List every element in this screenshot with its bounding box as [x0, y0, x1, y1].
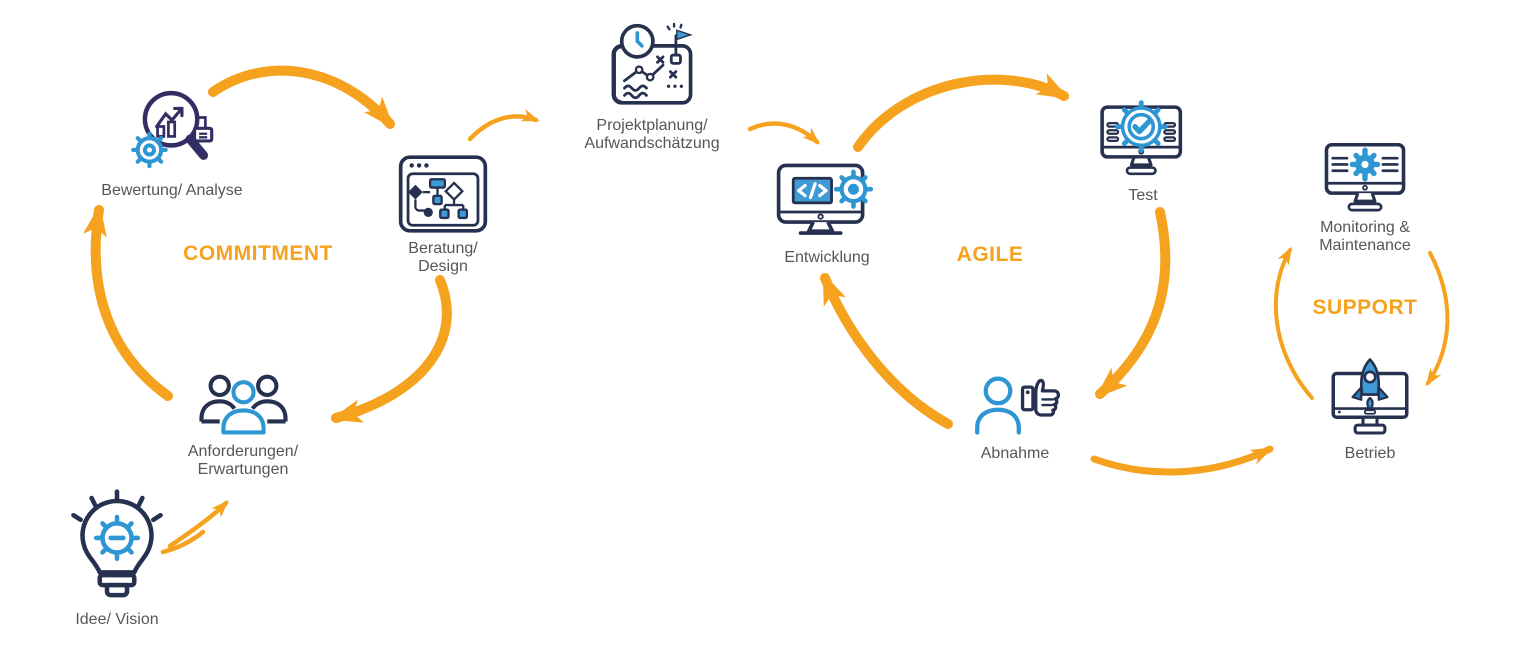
arrow-abnahme-to-entwicklung [820, 272, 953, 429]
stage-label: Idee/ Vision [75, 611, 159, 628]
arrow-idee-to-anforderungen-flourish [160, 529, 206, 555]
stage-test: Test [1048, 98, 1238, 205]
stage-label: Beratung/ Design [408, 240, 478, 276]
stage-bewertung: Bewertung/ Analyse [77, 85, 267, 200]
phase-label-agile: AGILE [956, 243, 1024, 266]
person-thumbs-up-icon [965, 372, 1065, 440]
arrow-entwicklung-to-test [853, 73, 1070, 152]
stage-beratung: Beratung/ Design [348, 153, 538, 277]
monitor-check-gear-icon [1095, 98, 1191, 182]
magnifier-chart-icon [122, 85, 222, 177]
arrow-projektplanung-to-entwicklung [747, 121, 820, 145]
phase-label-commitment: COMMITMENT [183, 242, 333, 265]
arrow-betrieb-to-monitoring [1273, 246, 1314, 400]
stage-label: Entwicklung [784, 249, 870, 266]
stage-idee: Idee/ Vision [22, 488, 212, 629]
stage-label: Projektplanung/ Aufwandschätzung [584, 117, 720, 153]
arrow-bewertung-to-beratung [208, 65, 395, 129]
stage-label: Anforderungen/ Erwartungen [187, 443, 299, 479]
flowchart-window-icon [397, 153, 489, 235]
map-clock-flag-icon [602, 22, 702, 112]
stage-label: Test [1128, 187, 1158, 204]
arrow-anforderungen-to-bewertung [83, 204, 173, 401]
stage-betrieb: Betrieb [1275, 356, 1465, 463]
stage-abnahme: Abnahme [920, 372, 1110, 463]
monitor-gear-icon [1322, 140, 1408, 214]
stage-label: Monitoring & Maintenance [1319, 219, 1411, 255]
phase-label-support: SUPPORT [1312, 296, 1418, 319]
stage-projektplanung: Projektplanung/ Aufwandschätzung [557, 22, 747, 154]
stage-label: Bewertung/ Analyse [101, 182, 243, 199]
arrow-beratung-to-projektplanung [467, 108, 540, 142]
monitor-code-gear-icon [773, 160, 881, 244]
stage-entwicklung: Entwicklung [732, 160, 922, 267]
arrow-monitoring-to-betrieb [1425, 251, 1450, 387]
lightbulb-gear-icon [58, 488, 176, 606]
arrow-idee-to-anforderungen [167, 500, 229, 549]
arrow-test-to-abnahme [1095, 207, 1171, 399]
stage-label: Abnahme [980, 445, 1050, 462]
stage-label: Betrieb [1344, 445, 1396, 462]
user-group-icon [196, 372, 291, 438]
stage-anforderungen: Anforderungen/ Erwartungen [148, 372, 338, 480]
stage-monitoring: Monitoring & Maintenance [1270, 140, 1460, 256]
arrow-beratung-to-anforderungen [330, 275, 452, 423]
monitor-rocket-icon [1326, 356, 1414, 440]
arrow-abnahme-to-betrieb [1090, 445, 1274, 476]
